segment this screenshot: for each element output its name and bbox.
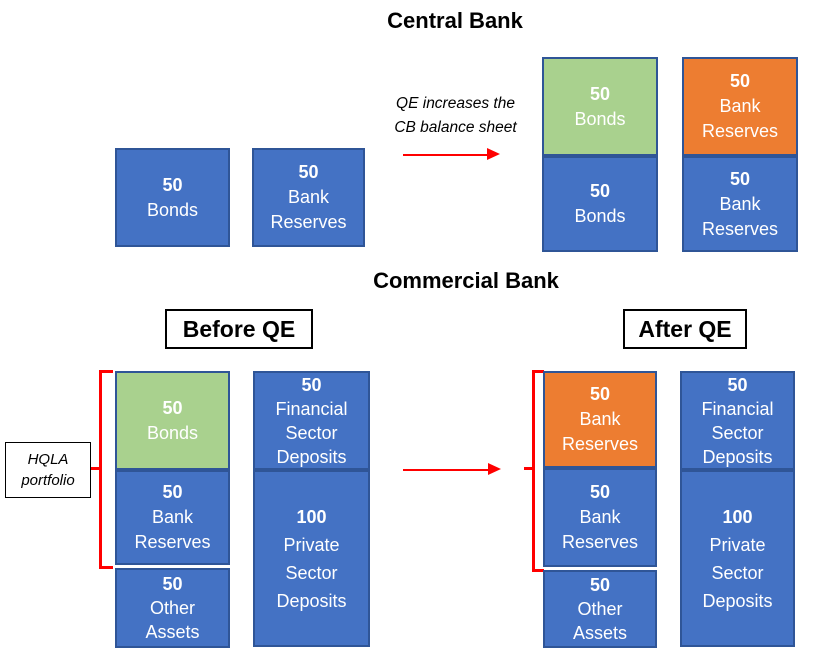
box-value: 50: [589, 575, 611, 595]
box-value: 50: [727, 374, 748, 395]
before-bank-reserves-box: 50 Bank Reserves: [115, 470, 230, 565]
before-financial-deposits-box: 50 Financial Sector Deposits: [253, 371, 370, 470]
arrow-shaft: [403, 153, 488, 156]
box-label: Other Assets: [572, 599, 628, 643]
box-value: 100: [722, 506, 753, 527]
bracket-tick: [532, 569, 544, 572]
box-value: 50: [162, 574, 183, 594]
box-label: Private Sector Deposits: [276, 534, 347, 611]
after-qe-label-text: After QE: [638, 315, 732, 342]
before-after-arrow-icon: [403, 463, 501, 476]
cb-before-bank-reserves-box: 50 Bank Reserves: [252, 148, 365, 247]
box-value: 50: [729, 168, 751, 189]
box-label: Bank Reserves: [561, 409, 639, 454]
qe-note: QE increases the CB balance sheet: [378, 92, 533, 140]
cb-transition-arrow-icon: [403, 148, 500, 161]
box-label: Financial Sector Deposits: [701, 398, 774, 467]
box-value: 50: [589, 482, 611, 502]
after-other-assets-box: 50 Other Assets: [543, 570, 657, 648]
box-value: 50: [162, 174, 183, 195]
box-value: 50: [301, 374, 322, 395]
cb-after-bank-reserves-box: 50 Bank Reserves: [682, 156, 798, 252]
box-label: Financial Sector Deposits: [275, 398, 348, 467]
box-value: 50: [162, 482, 183, 502]
bracket-line: [99, 370, 102, 569]
after-private-deposits-box: 100 Private Sector Deposits: [680, 470, 795, 647]
qe-note-line1: QE increases the: [396, 95, 515, 112]
hqla-line2: portfolio: [21, 472, 75, 489]
box-value: 50: [729, 71, 751, 91]
hqla-portfolio-label: HQLA portfolio: [5, 442, 91, 498]
box-label: Bank Reserves: [270, 187, 347, 232]
box-value: 100: [296, 506, 327, 527]
qe-note-line2: CB balance sheet: [394, 119, 517, 136]
box-label: Private Sector Deposits: [702, 534, 773, 611]
box-label: Bank Reserves: [134, 507, 211, 552]
box-label: Other Assets: [145, 598, 200, 642]
central-bank-title: Central Bank: [387, 8, 523, 33]
box-value: 50: [298, 162, 319, 182]
bracket-tick: [99, 566, 113, 569]
arrow-shaft: [403, 468, 489, 471]
arrow-head: [487, 148, 500, 160]
cb-after-new-bank-reserves-box: 50 Bank Reserves: [682, 57, 798, 156]
before-private-deposits-box: 100 Private Sector Deposits: [253, 470, 370, 647]
box-label: Bonds: [574, 206, 626, 226]
hqla-line1: HQLA: [27, 451, 69, 468]
after-bank-reserves-box: 50 Bank Reserves: [543, 468, 657, 567]
bracket-tick: [524, 467, 532, 470]
box-label: Bonds: [146, 422, 199, 443]
arrow-head: [488, 463, 501, 475]
box-label: Bank Reserves: [701, 96, 779, 141]
box-value: 50: [162, 397, 183, 418]
box-value: 50: [589, 384, 611, 404]
after-financial-deposits-box: 50 Financial Sector Deposits: [680, 371, 795, 470]
box-value: 50: [589, 181, 611, 201]
before-qe-label-text: Before QE: [182, 315, 296, 342]
before-bonds-box: 50 Bonds: [115, 371, 230, 470]
box-label: Bonds: [146, 199, 199, 220]
box-label: Bank Reserves: [701, 193, 779, 239]
commercial-bank-title: Commercial Bank: [373, 268, 559, 293]
bracket-line: [532, 370, 535, 572]
before-qe-label: Before QE: [165, 309, 313, 349]
bracket-tick: [91, 467, 99, 470]
cb-after-new-bonds-box: 50 Bonds: [542, 57, 658, 156]
before-other-assets-box: 50 Other Assets: [115, 568, 230, 648]
box-label: Bank Reserves: [561, 507, 639, 552]
bracket-tick: [532, 370, 544, 373]
after-new-bank-reserves-box: 50 Bank Reserves: [543, 371, 657, 468]
after-qe-label: After QE: [623, 309, 747, 349]
box-label: Bonds: [574, 108, 626, 129]
cb-after-bonds-box: 50 Bonds: [542, 156, 658, 252]
bracket-tick: [99, 370, 113, 373]
box-value: 50: [589, 83, 611, 104]
cb-before-bonds-box: 50 Bonds: [115, 148, 230, 247]
